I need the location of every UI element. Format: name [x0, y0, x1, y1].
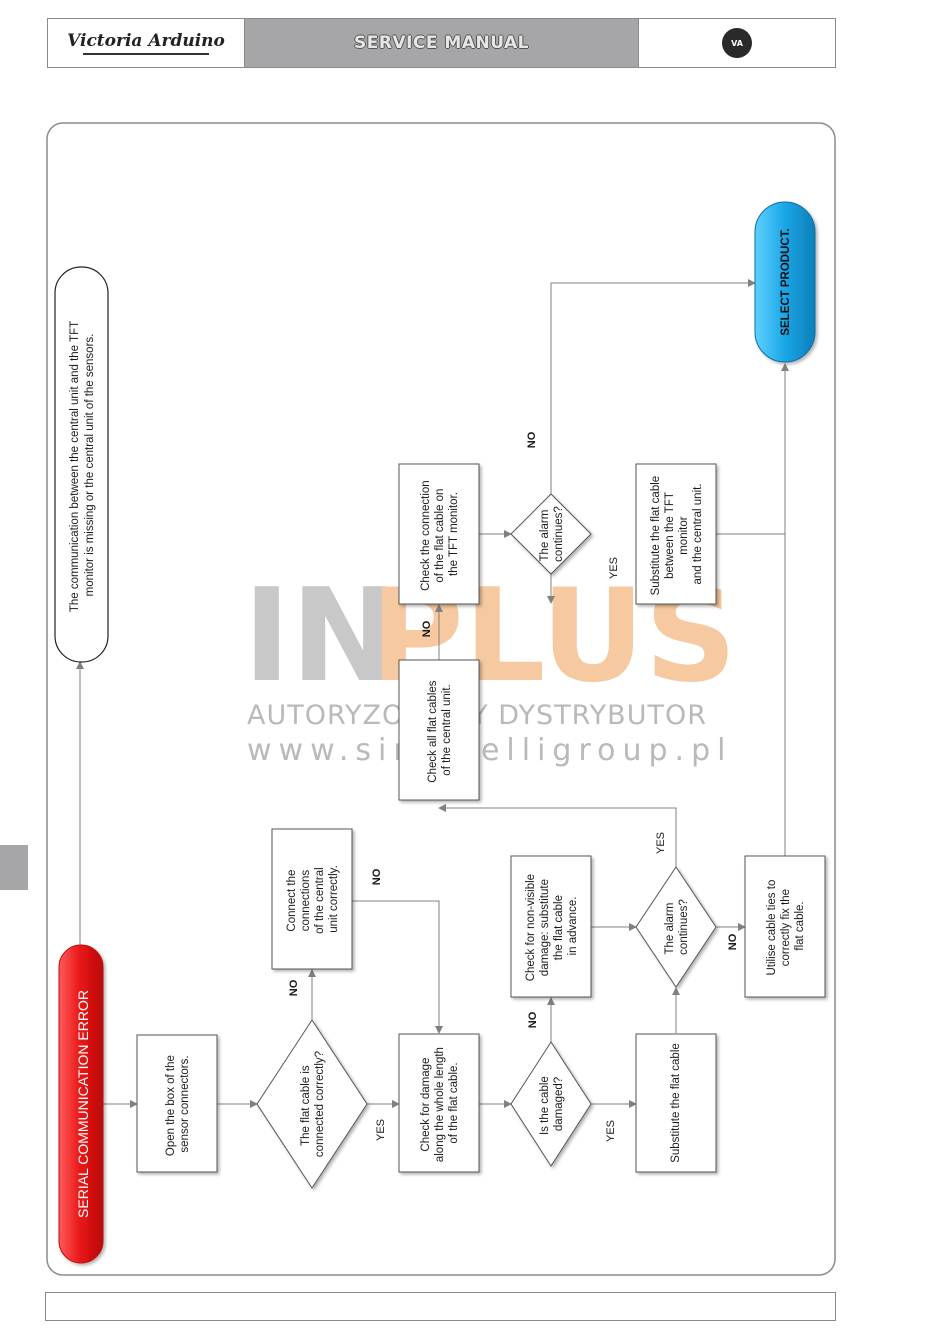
all-cables-line-2: of the central unit. [441, 684, 453, 775]
svg-text:Open the box of the sens: Open the box of the sensor connectors. [165, 1052, 191, 1156]
nonvisible-line-1: Check for non-visible [525, 874, 537, 981]
label-no-damaged: NO [527, 1011, 539, 1028]
open-box-line-2: sensor connectors. [179, 1055, 191, 1152]
nonvisible-line-3: the flat cable [553, 895, 565, 960]
check-damage-line-2: along the whole length [434, 1047, 446, 1162]
brand-logo-underline [83, 53, 209, 55]
page-title: SERVICE MANUAL [353, 33, 529, 53]
q-damaged-line-1: Is the cable [539, 1076, 551, 1135]
connect-line-3: of the central [314, 867, 326, 933]
q-alarm2-line-1: The alarm [539, 510, 551, 562]
sub-tft-line-2: between the TFT [664, 492, 676, 579]
label-no-alarm1: NO [727, 933, 739, 950]
decision-alarm-2: The alarm continues? [510, 493, 592, 575]
svg-text:The alarm continues?: The alarm continues? [664, 899, 690, 955]
check-damage-line-1: Check for damage [420, 1058, 432, 1152]
brand-badge-text: VA [731, 38, 743, 48]
sub-tft-line-1: Substitute the flat cable [650, 476, 662, 596]
brand-badge-icon: VA [722, 28, 752, 58]
side-tab-marker [0, 845, 28, 890]
ties-line-3: flat cable. [794, 901, 806, 950]
connectors [76, 279, 789, 1108]
connect-line-2: connections [300, 870, 312, 932]
watermark-url: www.simonelligroup.pl [247, 733, 732, 768]
q-alarm1-line-1: The alarm [664, 903, 676, 955]
substitute-cable-line-1: Substitute the flat cable [670, 1043, 682, 1163]
description-line-2: monitor is missing or the central unit o… [84, 334, 96, 597]
page-header: Victoria Arduino SERVICE MANUAL VA [47, 18, 836, 68]
svg-text:The alarm continues?: The alarm continues? [539, 506, 565, 562]
svg-text:The flat cable is connec: The flat cable is connected correctly? [300, 1051, 326, 1157]
nonvisible-line-4: in advance. [567, 897, 579, 956]
check-damage-line-3: of the flat cable. [448, 1062, 460, 1143]
process-check-connection-tft: Check the connection of the flat cable o… [398, 463, 480, 605]
brand-logo: Victoria Arduino [48, 19, 245, 67]
end-terminal-label: SELECT PRODUCT. [780, 228, 792, 335]
ties-line-2: correctly fix the [780, 889, 792, 966]
connect-line-4: unit correctly. [328, 865, 340, 933]
decision-connected: The flat cable is connected correctly? [256, 1019, 368, 1189]
header-title-cell: SERVICE MANUAL [245, 19, 638, 67]
process-utilise-ties: Utilise cable ties to correctly fix the … [744, 855, 826, 998]
brand-logo-text: Victoria Arduino [67, 31, 225, 51]
svg-text:Check all flat cables of: Check all flat cables of the central uni… [427, 677, 453, 782]
svg-text:Connect the connections: Connect the connections of the central u… [286, 864, 340, 934]
q-connected-line-1: The flat cable is [300, 1065, 312, 1146]
diagram-frame [46, 122, 836, 1276]
decision-damaged: Is the cable damaged? [510, 1041, 592, 1167]
tft-check-line-2: of the flat cable on [434, 489, 446, 583]
description-ellipse: The communication between the central un… [54, 266, 109, 663]
sub-tft-line-3: monitor [678, 516, 690, 555]
open-box-line-1: Open the box of the [165, 1055, 177, 1156]
q-damaged-line-2: damaged? [553, 1077, 565, 1131]
watermark-part1: IN [243, 562, 398, 711]
all-cables-line-1: Check all flat cables [427, 680, 439, 783]
label-no-connected: NO [288, 979, 300, 996]
header-badge-cell: VA [638, 19, 835, 67]
label-yes-damaged: YES [605, 1120, 617, 1142]
svg-text:The communication between the: The communication between the central un… [69, 318, 96, 612]
process-check-nonvisible: Check for non-visible damage: substitute… [510, 855, 592, 998]
connect-line-1: Connect the [286, 870, 298, 932]
sub-tft-line-4: and the central unit. [692, 483, 704, 584]
process-check-all-cables: Check all flat cables of the central uni… [398, 659, 480, 801]
end-terminal: SELECT PRODUCT. [754, 201, 816, 363]
label-no-alarm2: NO [526, 431, 538, 448]
start-terminal: SERIAL COMMUNICATION ERROR [58, 944, 104, 1264]
process-check-damage: Check for damage along the whole length … [398, 1033, 480, 1173]
svg-text:Check for damage along t: Check for damage along the whole length … [420, 1044, 460, 1162]
svg-text:Check the connection of: Check the connection of the flat cable o… [420, 477, 460, 591]
decision-alarm-1: The alarm continues? [635, 866, 717, 988]
svg-text:Check for non-visible da: Check for non-visible damage: substitute… [525, 871, 579, 982]
label-yes-alarm1: YES [655, 832, 667, 854]
ties-line-1: Utilise cable ties to [766, 880, 778, 976]
page-footer [45, 1292, 836, 1321]
label-no-all-cables: NO [421, 620, 433, 637]
process-open-box: Open the box of the sensor connectors. [136, 1034, 218, 1173]
q-connected-line-2: connected correctly? [314, 1051, 326, 1157]
description-line-1: The communication between the central un… [69, 321, 81, 612]
label-yes-alarm2: YES [608, 557, 620, 579]
process-substitute-cable: Substitute the flat cable [635, 1033, 717, 1173]
q-alarm2-line-2: continues? [553, 506, 565, 562]
svg-text:Utilise cable ties to co: Utilise cable ties to correctly fix the … [766, 876, 806, 975]
start-terminal-label: SERIAL COMMUNICATION ERROR [75, 990, 91, 1218]
label-no-connect-branch: NO [371, 868, 383, 885]
q-alarm1-line-2: continues? [678, 899, 690, 955]
svg-text:Substitute the flat cable: Substitute the flat cable [670, 1043, 682, 1163]
process-substitute-tft: Substitute the flat cable between the TF… [635, 463, 717, 605]
branch-labels: NO YES NO NO YES YES NO NO YES NO [288, 431, 739, 1142]
tft-check-line-3: the TFT monitor. [448, 492, 460, 576]
svg-text:Is the cable damaged?: Is the cable damaged? [539, 1073, 565, 1135]
label-yes-connected: YES [375, 1119, 387, 1141]
tft-check-line-1: Check the connection [420, 480, 432, 591]
svg-text:Substitute the flat cable: Substitute the flat cable between the TF… [650, 473, 704, 596]
nonvisible-line-2: damage: substitute [539, 879, 551, 976]
process-connect-correctly: Connect the connections of the central u… [271, 828, 353, 970]
